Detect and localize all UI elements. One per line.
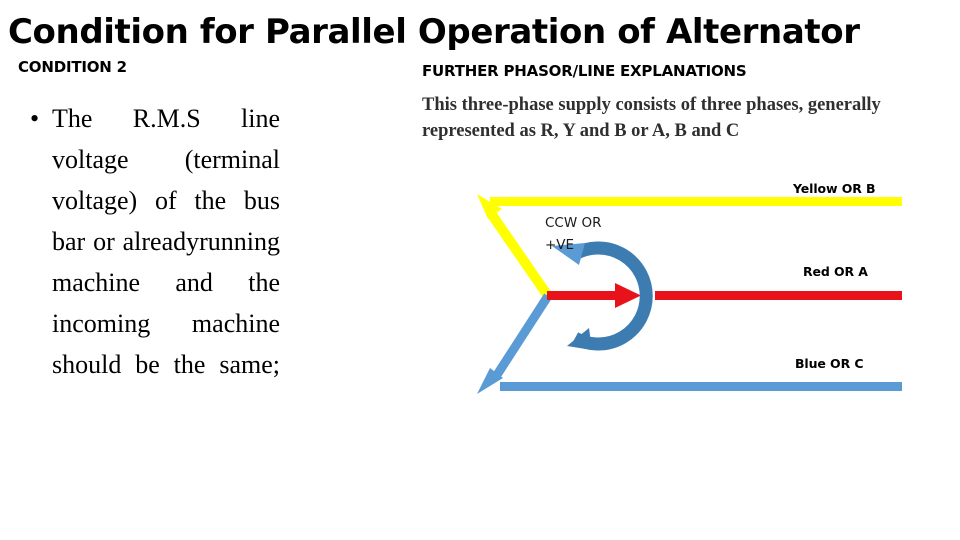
right-column-body-text: This three-phase supply consists of thre… [422, 95, 881, 141]
red-phase-line [655, 291, 902, 300]
phasor-diagram-graphic [477, 194, 902, 394]
left-column-body: • The R.M.S line voltage (terminal volta… [26, 98, 280, 426]
bullet-marker-icon: • [30, 104, 40, 133]
yellow-phasor-arrow [477, 194, 553, 299]
right-column-heading: FURTHER PHASOR/LINE EXPLANATIONS [422, 62, 747, 80]
list-item-text: The R.M.S line voltage (terminal voltage… [52, 104, 280, 379]
three-phase-phasor-diagram: CCW OR +VE Yellow OR B Red OR A Blue OR … [455, 170, 955, 410]
red-phasor-arrow [547, 283, 641, 308]
yellow-phase-line [490, 197, 902, 206]
rotation-label-line-1: CCW OR [545, 215, 602, 231]
page-title: Condition for Parallel Operation of Alte… [8, 12, 860, 52]
list-item: • The R.M.S line voltage (terminal volta… [26, 98, 280, 426]
blue-phase-label: Blue OR C [795, 356, 864, 371]
red-phase-label: Red OR A [803, 264, 868, 279]
blue-phase-line [500, 382, 902, 391]
rotation-arc-icon [552, 241, 653, 351]
left-column: CONDITION 2 • The R.M.S line voltage (te… [18, 58, 283, 379]
yellow-phase-label: Yellow OR B [793, 181, 876, 196]
right-column: FURTHER PHASOR/LINE EXPLANATIONS [422, 62, 942, 81]
rotation-direction-label: CCW OR +VE [545, 212, 602, 256]
blue-phasor-arrow [477, 293, 552, 394]
rotation-label-line-2: +VE [545, 237, 575, 253]
left-column-heading: CONDITION 2 [18, 58, 127, 76]
